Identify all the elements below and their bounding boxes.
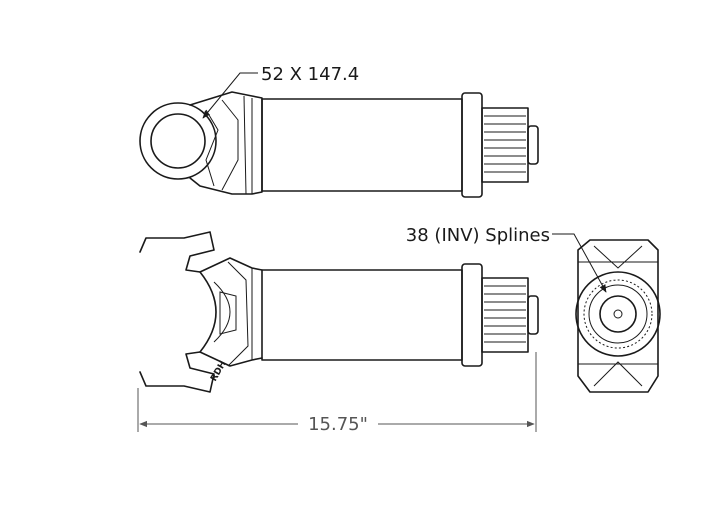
side-view-shaft: RDH [139, 231, 539, 393]
overall-length-label: 15.75" [308, 414, 368, 435]
end-view-stub [599, 295, 637, 333]
side-splined-shaft [481, 277, 529, 353]
joint-spec-label: 52 X 147.4 [261, 64, 359, 85]
side-tube [261, 269, 463, 361]
end-view [575, 239, 661, 393]
splines-callout: 38 (INV) Splines [406, 225, 607, 293]
side-yoke-lower-arm [139, 351, 263, 393]
end-view-yoke-outline [577, 239, 659, 393]
brand-mark: RDH [209, 359, 229, 383]
top-view-shaft [139, 91, 539, 198]
end-view-splines [583, 279, 653, 349]
joint-spec-callout: 52 X 147.4 [202, 64, 359, 119]
splines-label: 38 (INV) Splines [406, 225, 550, 246]
side-yoke-upper-arm [139, 231, 263, 273]
length-dimension: 15.75" [139, 414, 535, 435]
top-end-stub [527, 125, 539, 165]
top-yoke-ear-outer [139, 102, 217, 180]
top-tube [261, 98, 463, 192]
top-yoke-bore [150, 113, 206, 169]
side-collar [461, 263, 483, 367]
top-yoke-body [189, 91, 263, 195]
side-end-stub [527, 295, 539, 335]
top-splined-shaft [481, 107, 529, 183]
top-collar [461, 92, 483, 198]
end-view-collar [575, 271, 661, 357]
